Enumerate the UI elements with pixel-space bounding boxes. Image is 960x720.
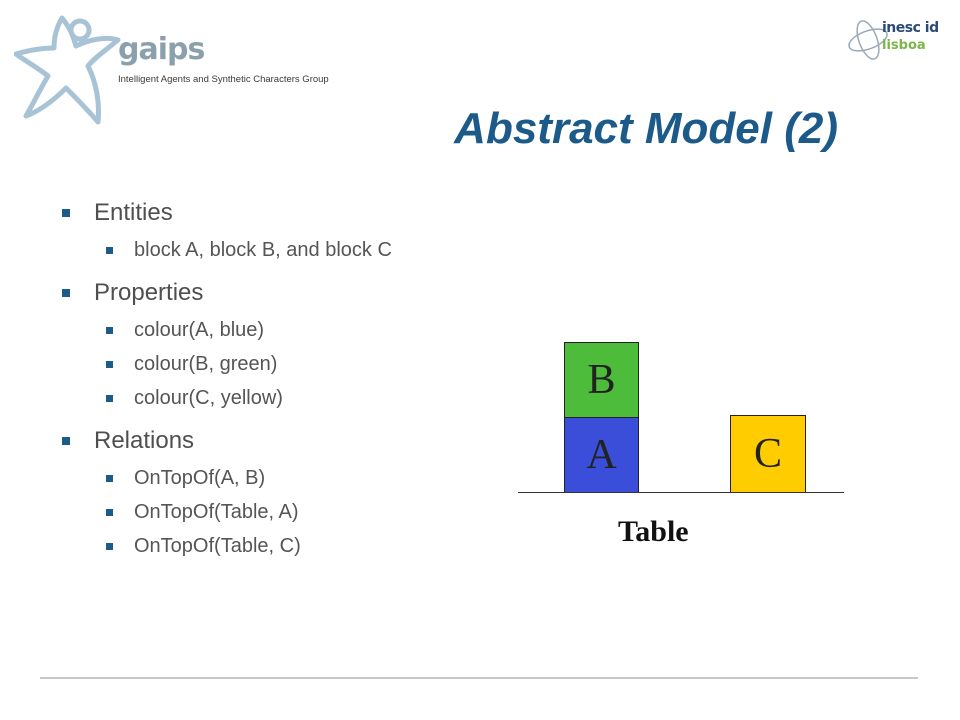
- inesc-id-wordmark: inesc id: [882, 20, 939, 36]
- gaips-wordmark: gaips: [118, 32, 205, 67]
- bullet-properties: Properties: [62, 276, 472, 310]
- sub-bullet-text: OnTopOf(A, B): [134, 467, 266, 489]
- sub-bullet: OnTopOf(Table, A): [62, 498, 460, 526]
- table-surface-line: [518, 492, 844, 493]
- footer-divider: [40, 677, 918, 679]
- sub-bullet-text: colour(A, blue): [134, 319, 265, 341]
- slide-title: Abstract Model (2): [454, 104, 838, 153]
- sub-bullet-text: OnTopOf(Table, C): [134, 535, 301, 557]
- bullet-heading: Properties: [94, 279, 204, 306]
- square-bullet-icon: [106, 475, 113, 482]
- lisboa-wordmark: lisboa: [882, 38, 926, 53]
- sub-bullet: OnTopOf(A, B): [62, 464, 460, 492]
- sub-bullet-text: block A, block B, and block C: [134, 239, 392, 261]
- inesc-id-logo: inesc id lisboa: [846, 14, 946, 70]
- square-bullet-icon: [62, 437, 70, 445]
- sub-bullet-text: OnTopOf(Table, A): [134, 501, 299, 523]
- gaips-tagline: Intelligent Agents and Synthetic Charact…: [118, 74, 329, 85]
- square-bullet-icon: [62, 209, 70, 217]
- blocks-world-diagram: B A C Table: [518, 340, 846, 560]
- block-c: C: [730, 415, 806, 493]
- sub-bullet: colour(A, blue): [62, 316, 460, 344]
- star-figure-icon: [14, 15, 121, 125]
- bullet-relations: Relations: [62, 424, 472, 458]
- sub-bullet-text: colour(C, yellow): [134, 387, 283, 409]
- bullet-list: Entities block A, block B, and block C P…: [62, 196, 472, 560]
- bullet-heading: Entities: [94, 199, 173, 226]
- square-bullet-icon: [106, 543, 113, 550]
- table-label: Table: [618, 515, 689, 548]
- orbit-icon: [848, 20, 888, 60]
- sub-bullet: block A, block B, and block C: [62, 236, 460, 264]
- square-bullet-icon: [106, 327, 113, 334]
- gaips-logo: gaips Intelligent Agents and Synthetic C…: [14, 10, 329, 130]
- square-bullet-icon: [62, 289, 70, 297]
- sub-bullet-text: colour(B, green): [134, 353, 278, 375]
- square-bullet-icon: [106, 509, 113, 516]
- bullet-heading: Relations: [94, 427, 195, 454]
- sub-bullet: colour(C, yellow): [62, 384, 460, 412]
- block-a: A: [564, 417, 639, 493]
- sub-bullet: colour(B, green): [62, 350, 460, 378]
- block-b: B: [564, 342, 639, 418]
- square-bullet-icon: [106, 395, 113, 402]
- square-bullet-icon: [106, 361, 113, 368]
- bullet-entities: Entities: [62, 196, 472, 230]
- sub-bullet: OnTopOf(Table, C): [62, 532, 460, 560]
- square-bullet-icon: [106, 247, 113, 254]
